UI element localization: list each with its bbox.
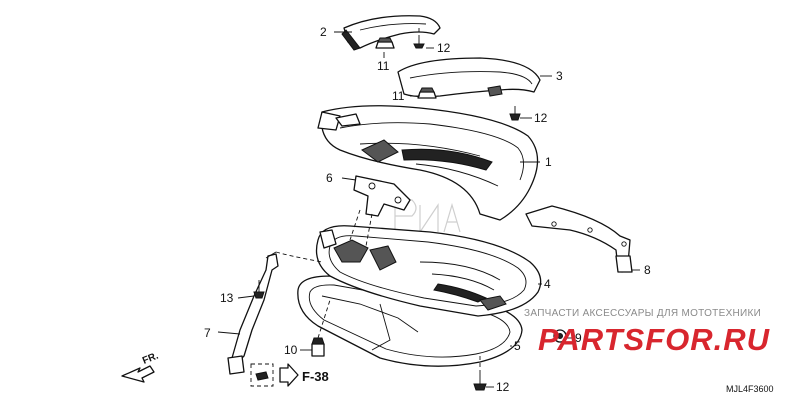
- part-3-upper-cover: [397, 57, 541, 98]
- fastener-11-upper: [375, 37, 395, 49]
- callout-7: 7: [204, 326, 211, 340]
- leader-lines: [217, 31, 640, 388]
- fastener-11-lower: [417, 87, 437, 99]
- front-arrow-label: FR.: [141, 350, 160, 366]
- callout-labels: 2 3 1 4 5 6 7 8 9 10 11 11 12 12 12 13: [204, 25, 651, 394]
- front-arrow-icon: [121, 365, 155, 383]
- screw-13: [253, 280, 265, 299]
- callout-5: 5: [514, 339, 521, 353]
- part-4-inner-tray: [315, 225, 542, 317]
- watermark-logo: PARTSFOR.RU: [538, 322, 771, 357]
- callout-10: 10: [284, 343, 298, 357]
- watermark-tagline: ЗАПЧАСТИ АКСЕССУАРЫ ДЛЯ МОТОТЕХНИКИ: [524, 308, 761, 319]
- callout-12-middle: 12: [534, 111, 548, 125]
- grommet-9: [553, 329, 567, 343]
- callout-4: 4: [544, 277, 551, 291]
- screw-12-middle: [509, 106, 521, 121]
- callout-3: 3: [556, 69, 563, 83]
- drawing-code: MJL4F3600: [726, 384, 774, 394]
- callout-9: 9: [575, 331, 582, 345]
- callout-1: 1: [545, 155, 552, 169]
- reference-label: F-38: [302, 369, 329, 384]
- watermark: ЗАПЧАСТИ АКСЕССУАРЫ ДЛЯ МОТОТЕХНИКИ PART…: [524, 308, 771, 357]
- callout-8: 8: [644, 263, 651, 277]
- part-2-spoiler: [341, 15, 441, 51]
- callout-6: 6: [326, 171, 333, 185]
- part-1-trunk-lid: [317, 105, 539, 221]
- part-8-side-bracket: [525, 205, 633, 273]
- background-emboss: [394, 199, 461, 234]
- callout-12-bottom: 12: [496, 380, 510, 394]
- screw-12-bottom: [473, 356, 487, 391]
- bolt-10: [311, 299, 331, 357]
- reference-box: [250, 363, 299, 387]
- callout-12-top: 12: [437, 41, 451, 55]
- screw-12-top: [413, 28, 425, 49]
- part-6-hinge-bracket: [349, 175, 411, 247]
- callout-11-upper: 11: [377, 59, 390, 73]
- callout-13: 13: [220, 291, 234, 305]
- callout-2: 2: [320, 25, 327, 39]
- callout-11-lower: 11: [392, 89, 405, 103]
